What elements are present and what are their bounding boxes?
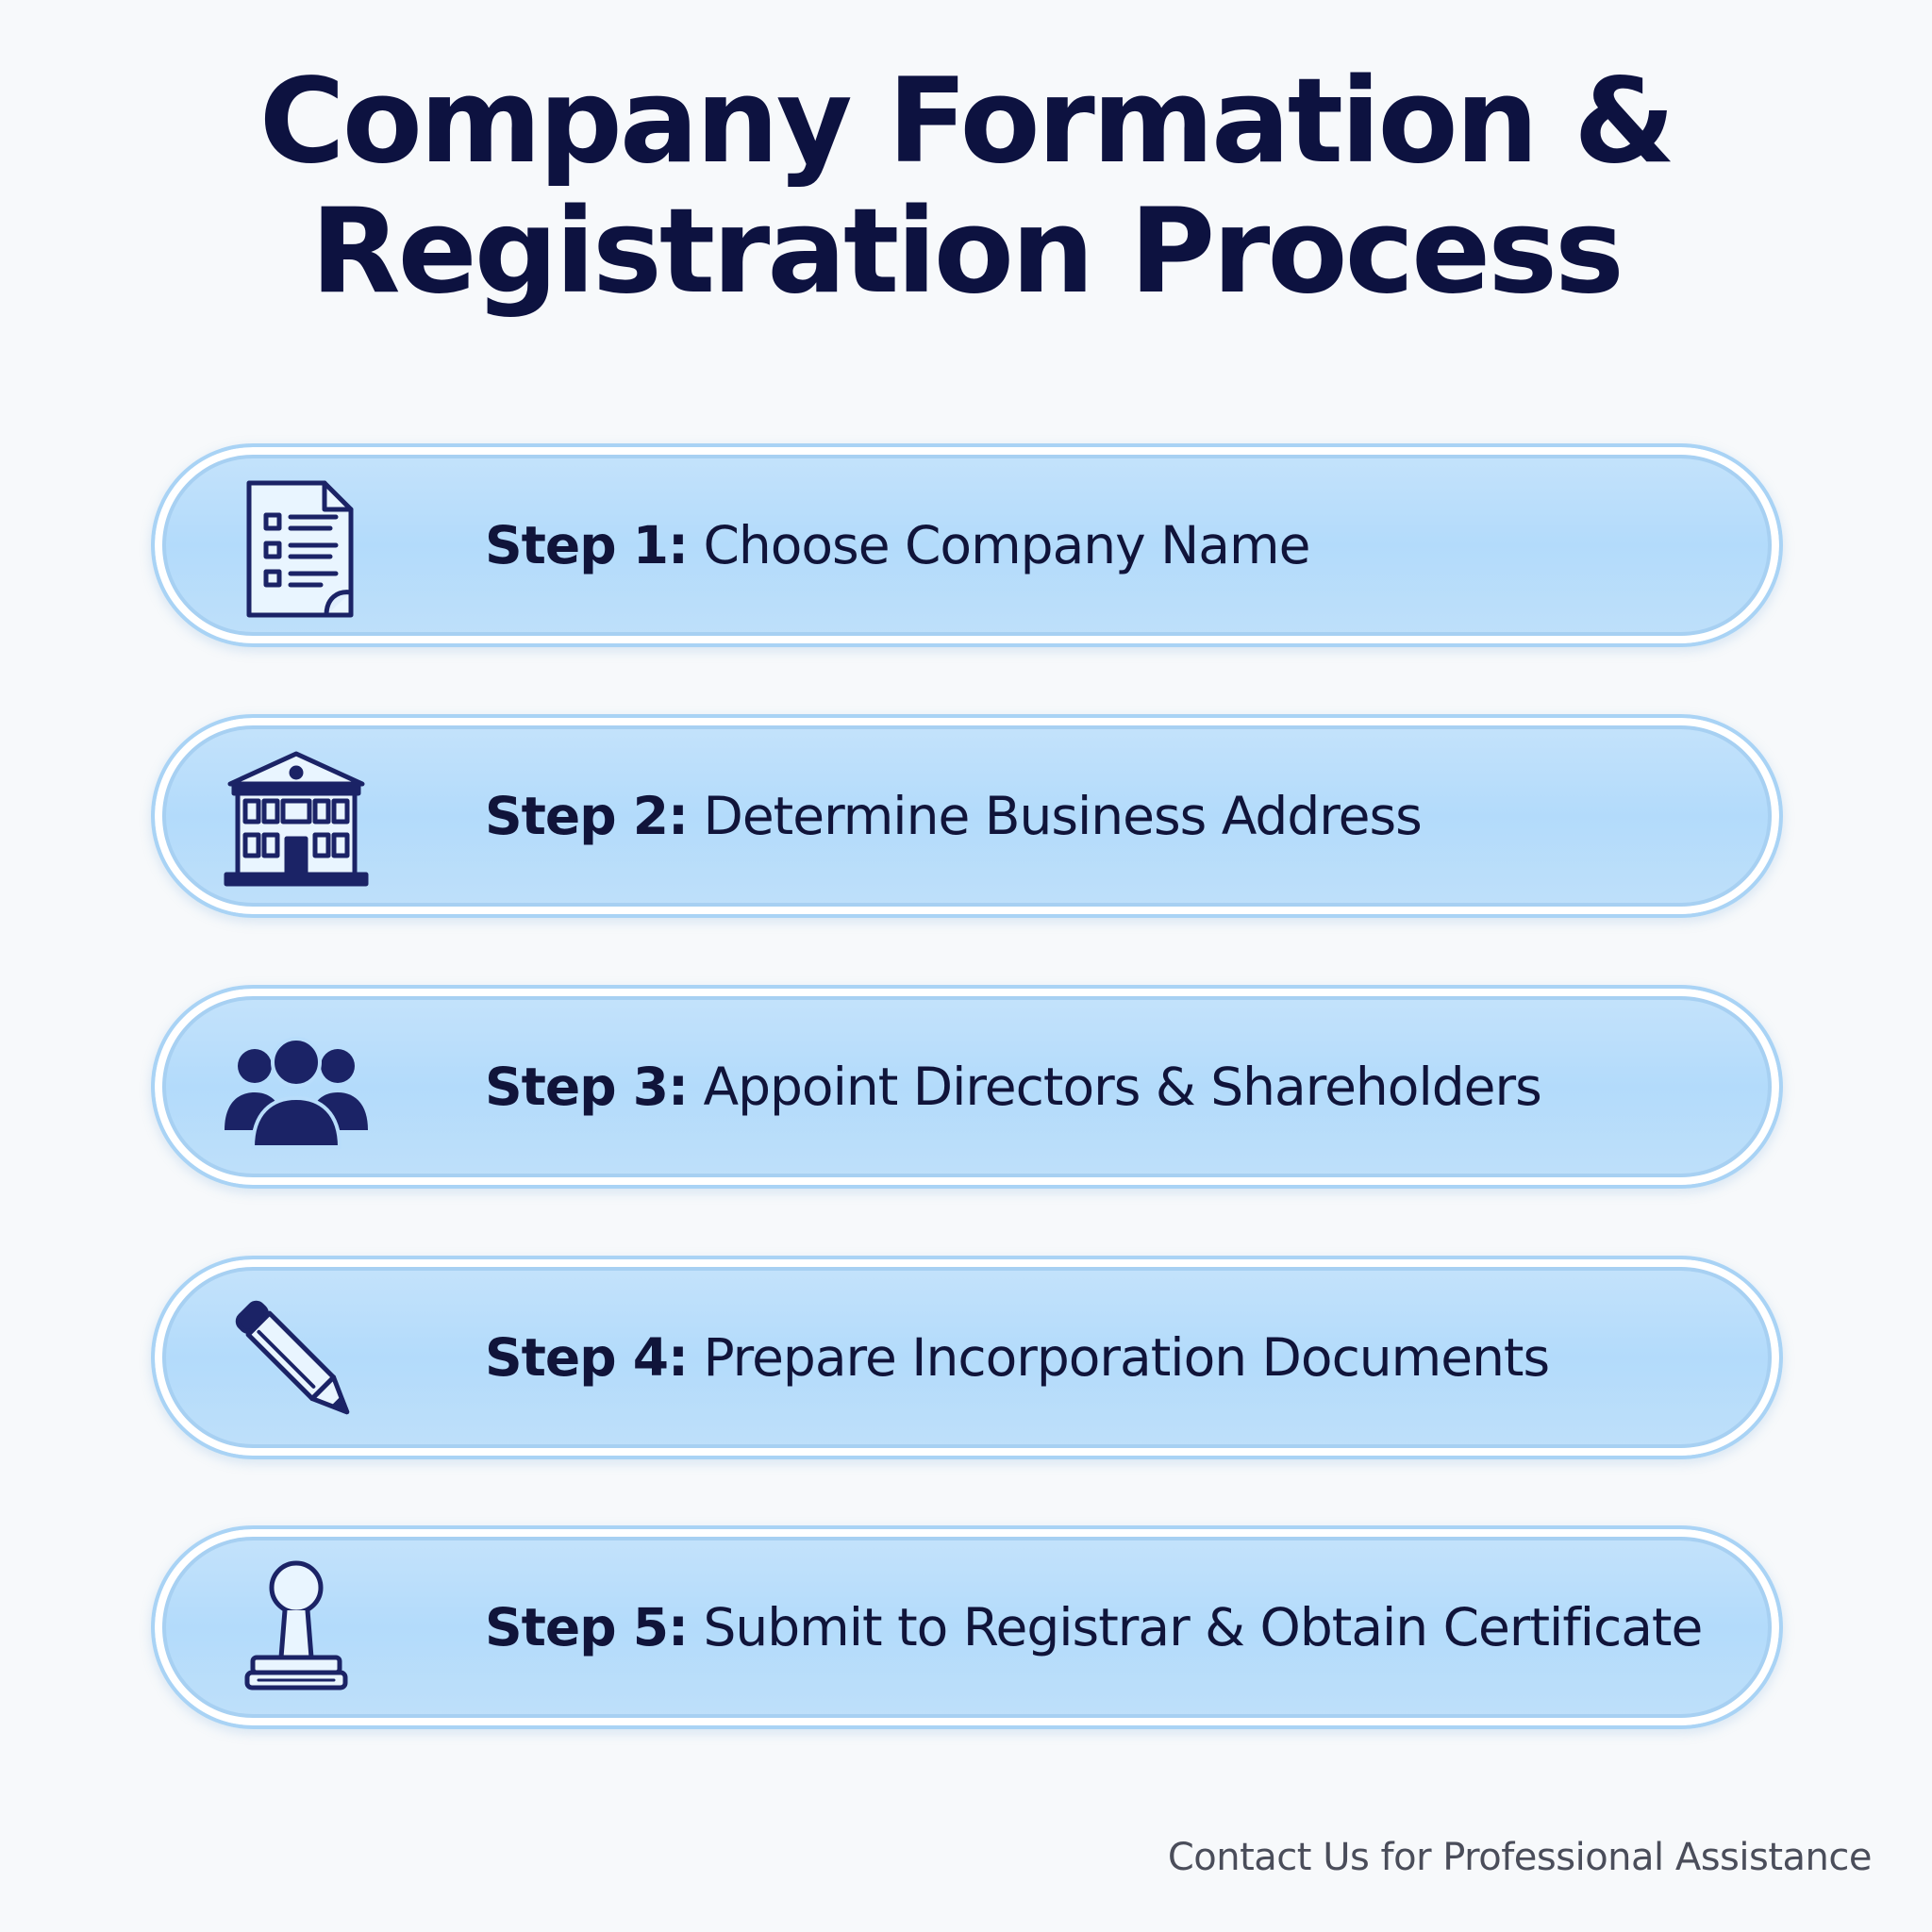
step-2-card: Step 2: Determine Business Address xyxy=(151,714,1783,918)
step-3-description: Appoint Directors & Shareholders xyxy=(703,1057,1541,1117)
people-group-icon xyxy=(221,1015,372,1166)
step-3-card: Step 3: Appoint Directors & Shareholders xyxy=(151,985,1783,1189)
contact-footer-text: Contact Us for Professional Assistance xyxy=(1167,1836,1873,1879)
pen-icon xyxy=(221,1286,372,1437)
step-5-label: Step 5: xyxy=(485,1597,689,1657)
step-5-text: Step 5: Submit to Registrar & Obtain Cer… xyxy=(485,1529,1703,1725)
step-4-description: Prepare Incorporation Documents xyxy=(703,1327,1550,1388)
step-1-description: Choose Company Name xyxy=(703,515,1310,575)
step-2-text: Step 2: Determine Business Address xyxy=(485,718,1423,914)
step-1-text: Step 1: Choose Company Name xyxy=(485,447,1310,643)
page-title-line-1: Company Formation & xyxy=(258,54,1676,190)
checklist-document-icon xyxy=(221,474,372,625)
step-5-description: Submit to Registrar & Obtain Certificate xyxy=(703,1597,1703,1657)
step-2-label: Step 2: xyxy=(485,786,689,846)
step-4-label: Step 4: xyxy=(485,1327,689,1388)
step-3-text: Step 3: Appoint Directors & Shareholders xyxy=(485,989,1542,1185)
page-title-line-2: Registration Process xyxy=(310,184,1624,320)
step-4-card: Step 4: Prepare Incorporation Documents xyxy=(151,1256,1783,1459)
step-1-label: Step 1: xyxy=(485,515,689,575)
step-5-card: Step 5: Submit to Registrar & Obtain Cer… xyxy=(151,1525,1783,1729)
step-3-label: Step 3: xyxy=(485,1057,689,1117)
step-1-card: Step 1: Choose Company Name xyxy=(151,443,1783,647)
stamp-icon xyxy=(221,1556,372,1707)
step-4-text: Step 4: Prepare Incorporation Documents xyxy=(485,1259,1550,1456)
page-title: Company Formation & Registration Process xyxy=(0,57,1932,317)
office-building-icon xyxy=(221,744,372,895)
step-2-description: Determine Business Address xyxy=(703,786,1422,846)
